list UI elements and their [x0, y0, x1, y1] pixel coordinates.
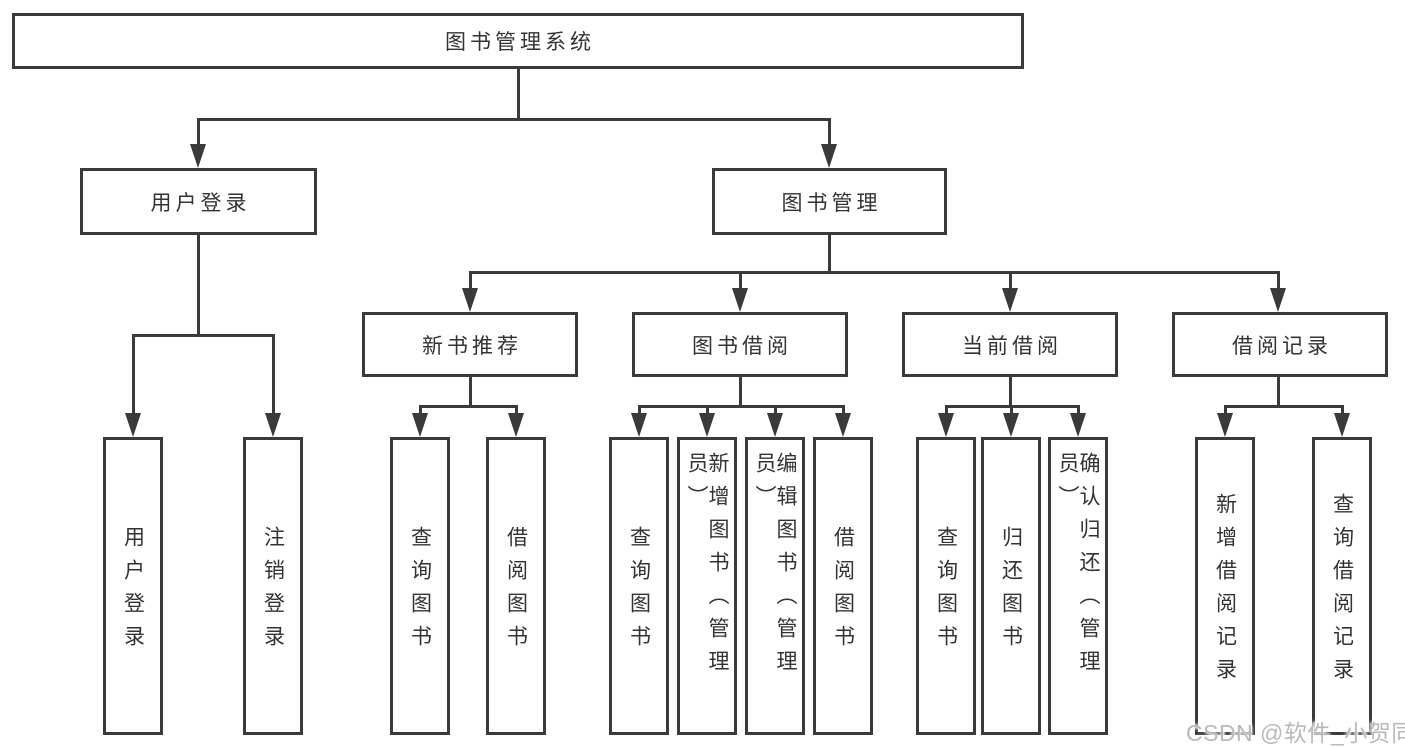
arrowhead-leaf: [767, 413, 783, 437]
leaf-add-borrow-record-label: 新增借阅记录: [1213, 493, 1237, 691]
node-new-book-recommend: 新书推荐: [362, 312, 578, 377]
connector-drop-leaf: [1076, 405, 1080, 415]
arrowhead-logout-leaf: [265, 413, 281, 437]
arrowhead-leaf: [1217, 413, 1233, 437]
leaf-confirm-return-admin-label: 确认归还（管理员）: [1056, 452, 1100, 683]
node-current-borrow-label: 当前借阅: [962, 334, 1062, 358]
node-user-login: 用户登录: [80, 168, 317, 235]
arrowhead-current-borrow: [1002, 288, 1018, 312]
leaf-borrow-books-1-label: 借阅图书: [504, 526, 528, 658]
node-book-borrow: 图书借阅: [632, 312, 848, 377]
node-book-management: 图书管理: [712, 168, 947, 235]
leaf-query-books-1: 查询图书: [390, 437, 450, 735]
connector-drop-leaf: [841, 405, 845, 415]
arrowhead-leaf: [938, 413, 954, 437]
connector-root-hline: [196, 118, 831, 121]
leaf-add-borrow-record: 新增借阅记录: [1195, 437, 1255, 735]
connector-drop-new-books: [468, 271, 472, 289]
leaf-borrow-books-1: 借阅图书: [486, 437, 546, 735]
connector-drop-current-borrow: [1008, 271, 1012, 289]
arrowhead-leaf: [1003, 413, 1019, 437]
node-new-book-recommend-label: 新书推荐: [422, 334, 522, 358]
connector-root-stem: [516, 68, 520, 121]
connector-current-borrow-stem: [1008, 377, 1012, 408]
node-root: 图书管理系统: [12, 13, 1024, 69]
arrowhead-borrow-records: [1270, 288, 1286, 312]
connector-borrow-records-stem: [1276, 377, 1280, 408]
leaf-user-login-label: 用户登录: [121, 526, 145, 658]
connector-drop-leaf: [773, 405, 777, 415]
node-borrow-records-label: 借阅记录: [1232, 334, 1332, 358]
leaf-borrow-books-2-label: 借阅图书: [831, 526, 855, 658]
connector-drop-leaf: [1223, 405, 1227, 415]
connector-drop-book-mgmt: [827, 118, 831, 146]
leaf-return-books: 归还图书: [981, 437, 1041, 735]
leaf-edit-books-admin-label: 编辑图书（管理员）: [753, 452, 797, 683]
arrowhead-leaf: [631, 413, 647, 437]
leaf-add-books-admin-label: 新增图书（管理员）: [685, 452, 729, 683]
connector-user-login-hline: [131, 334, 275, 337]
connector-drop-logout-leaf: [271, 334, 275, 415]
leaf-return-books-label: 归还图书: [999, 526, 1023, 658]
connector-drop-book-borrow: [738, 271, 742, 289]
leaf-query-books-1-label: 查询图书: [408, 526, 432, 658]
leaf-query-books-2: 查询图书: [609, 437, 669, 735]
csdn-watermark: CSDN @软件_小贺同学: [1186, 720, 1405, 746]
arrowhead-book-borrow: [732, 288, 748, 312]
connector-user-login-stem: [196, 235, 200, 337]
connector-book-mgmt-stem: [827, 235, 831, 274]
node-user-login-label: 用户登录: [150, 191, 251, 215]
node-book-management-label: 图书管理: [781, 191, 882, 215]
arrowhead-login-leaf: [125, 413, 141, 437]
node-borrow-records: 借阅记录: [1172, 312, 1388, 377]
leaf-edit-books-admin: 编辑图书（管理员）: [745, 437, 805, 735]
node-root-label: 图书管理系统: [445, 31, 595, 54]
leaf-query-borrow-record: 查询借阅记录: [1312, 437, 1372, 735]
leaf-add-books-admin: 新增图书（管理员）: [677, 437, 737, 735]
connector-new-books-stem: [468, 377, 472, 408]
leaf-query-borrow-record-label: 查询借阅记录: [1330, 493, 1354, 691]
connector-drop-borrow-records: [1276, 271, 1280, 289]
connector-book-borrow-hline: [637, 405, 845, 408]
connector-drop-leaf: [944, 405, 948, 415]
leaf-query-books-3: 查询图书: [916, 437, 976, 735]
arrowhead-leaf: [835, 413, 851, 437]
leaf-logout: 注销登录: [243, 437, 303, 735]
node-current-borrow: 当前借阅: [902, 312, 1118, 377]
leaf-confirm-return-admin: 确认归还（管理员）: [1048, 437, 1108, 735]
leaf-logout-label: 注销登录: [261, 526, 285, 658]
node-book-borrow-label: 图书借阅: [692, 334, 792, 358]
arrowhead-leaf: [412, 413, 428, 437]
connector-drop-leaf: [705, 405, 709, 415]
connector-drop-leaf: [1009, 405, 1013, 415]
arrowhead-leaf: [1070, 413, 1086, 437]
connector-borrow-records-hline: [1223, 405, 1344, 408]
leaf-query-books-3-label: 查询图书: [934, 526, 958, 658]
leaf-query-books-2-label: 查询图书: [627, 526, 651, 658]
connector-drop-user-login: [196, 118, 200, 146]
arrowhead-new-books: [462, 288, 478, 312]
connector-drop-leaf: [1340, 405, 1344, 415]
connector-book-borrow-stem: [738, 377, 742, 408]
arrowhead-user-login: [190, 144, 206, 168]
connector-drop-leaf: [418, 405, 422, 415]
connector-book-mgmt-hline: [468, 271, 1280, 274]
arrowhead-leaf: [699, 413, 715, 437]
arrowhead-book-mgmt: [821, 144, 837, 168]
arrowhead-leaf: [1334, 413, 1350, 437]
connector-new-books-hline: [418, 405, 518, 408]
connector-drop-leaf: [514, 405, 518, 415]
connector-drop-leaf: [637, 405, 641, 415]
arrowhead-leaf: [508, 413, 524, 437]
leaf-user-login: 用户登录: [103, 437, 163, 735]
connector-drop-login-leaf: [131, 334, 135, 415]
leaf-borrow-books-2: 借阅图书: [813, 437, 873, 735]
